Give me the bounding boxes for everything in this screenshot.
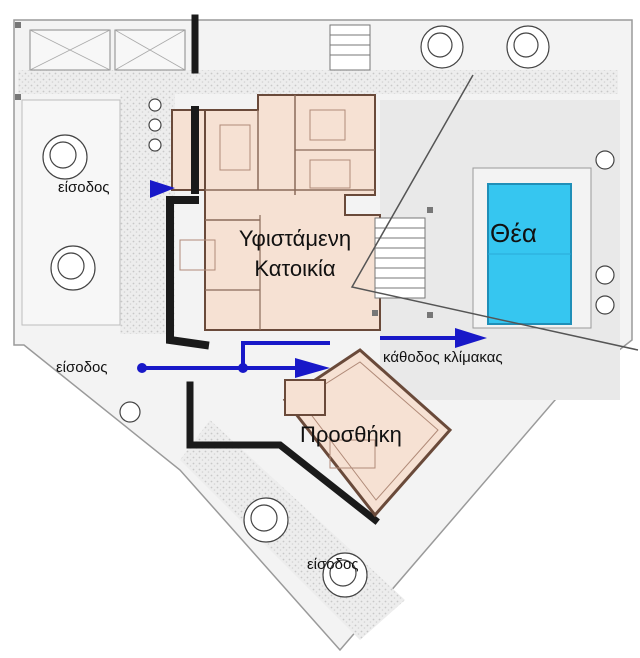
gravel-strip-top bbox=[18, 70, 618, 94]
retaining-walls bbox=[166, 14, 380, 525]
column-markers bbox=[15, 22, 433, 318]
existing-house-label-line2: Κατοικία bbox=[254, 256, 336, 281]
entrance-left-upper-label: είσοδος bbox=[58, 179, 110, 196]
pool bbox=[472, 167, 592, 329]
existing-house-label-line1: Υφιστάμενη bbox=[238, 226, 352, 251]
view-label: Θέα bbox=[490, 218, 537, 248]
existing-house-label: Υφιστάμενη Κατοικία bbox=[215, 228, 375, 280]
addition-building bbox=[282, 348, 453, 518]
view-section-line bbox=[350, 74, 639, 351]
entrance-bottom-label: είσοδος bbox=[307, 556, 359, 573]
stair-descent-label: κάθοδος κλίμακας bbox=[383, 349, 503, 366]
trees bbox=[42, 25, 615, 598]
entry-arrows bbox=[137, 180, 487, 378]
entrance-left-lower-label: είσοδος bbox=[56, 359, 108, 376]
addition-label: Προσθήκη bbox=[300, 422, 402, 447]
garden-left bbox=[21, 99, 121, 326]
gravel-strip-mid bbox=[120, 94, 175, 334]
existing-house bbox=[171, 94, 381, 331]
